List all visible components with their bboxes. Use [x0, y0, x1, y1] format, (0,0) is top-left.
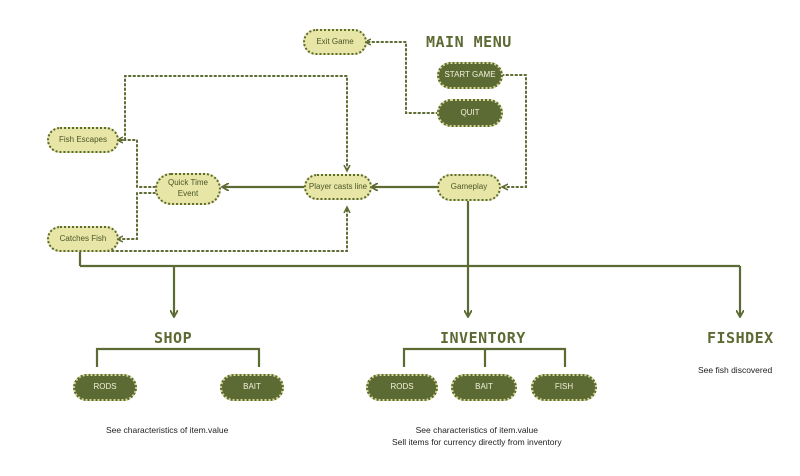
connector-qte-to-escape	[118, 140, 156, 188]
inventory-bait-button[interactable]: BAIT	[451, 374, 517, 401]
quit-button[interactable]: QUIT	[437, 99, 503, 127]
gameplay-node[interactable]: Gameplay	[437, 174, 501, 201]
qte-label-line1: Quick Time	[167, 178, 208, 188]
connector-start-to-gameplay	[502, 74, 527, 187]
inventory-caption-line2: Sell items for currency directly from in…	[392, 437, 562, 448]
start-game-button[interactable]: START GAME	[437, 62, 503, 89]
inventory-fish-button[interactable]: FISH	[531, 374, 597, 401]
shop-bracket	[95, 347, 261, 367]
connector-loop-to-player-casts	[120, 75, 347, 170]
connector-catch-to-player-casts	[102, 208, 347, 252]
player-casts-line-node[interactable]: Player casts line	[304, 174, 372, 200]
shop-rods-button[interactable]: RODS	[73, 374, 137, 401]
inventory-rods-button[interactable]: RODS	[366, 374, 438, 401]
shop-title: SHOP	[154, 329, 193, 347]
connector-quit-to-exit	[366, 42, 439, 114]
main-menu-title: MAIN MENU	[426, 33, 512, 51]
fish-escapes-node[interactable]: Fish Escapes	[47, 127, 119, 153]
exit-game-node[interactable]: Exit Game	[303, 29, 367, 55]
fishdex-caption: See fish discovered	[698, 365, 773, 375]
inventory-caption: See characteristics of item.value Sell i…	[392, 424, 562, 449]
shop-bait-button[interactable]: BAIT	[220, 374, 284, 401]
inventory-title: INVENTORY	[440, 329, 526, 347]
shop-caption: See characteristics of item.value	[106, 425, 229, 435]
fishdex-title: FISHDEX	[707, 329, 774, 347]
connector-qte-to-catch	[118, 192, 156, 239]
quick-time-event-node[interactable]: Quick Time Event	[155, 173, 221, 205]
qte-label-line2: Event	[177, 189, 199, 198]
inventory-caption-line1: See characteristics of item.value	[415, 425, 538, 435]
catches-fish-node[interactable]: Catches Fish	[47, 226, 119, 252]
